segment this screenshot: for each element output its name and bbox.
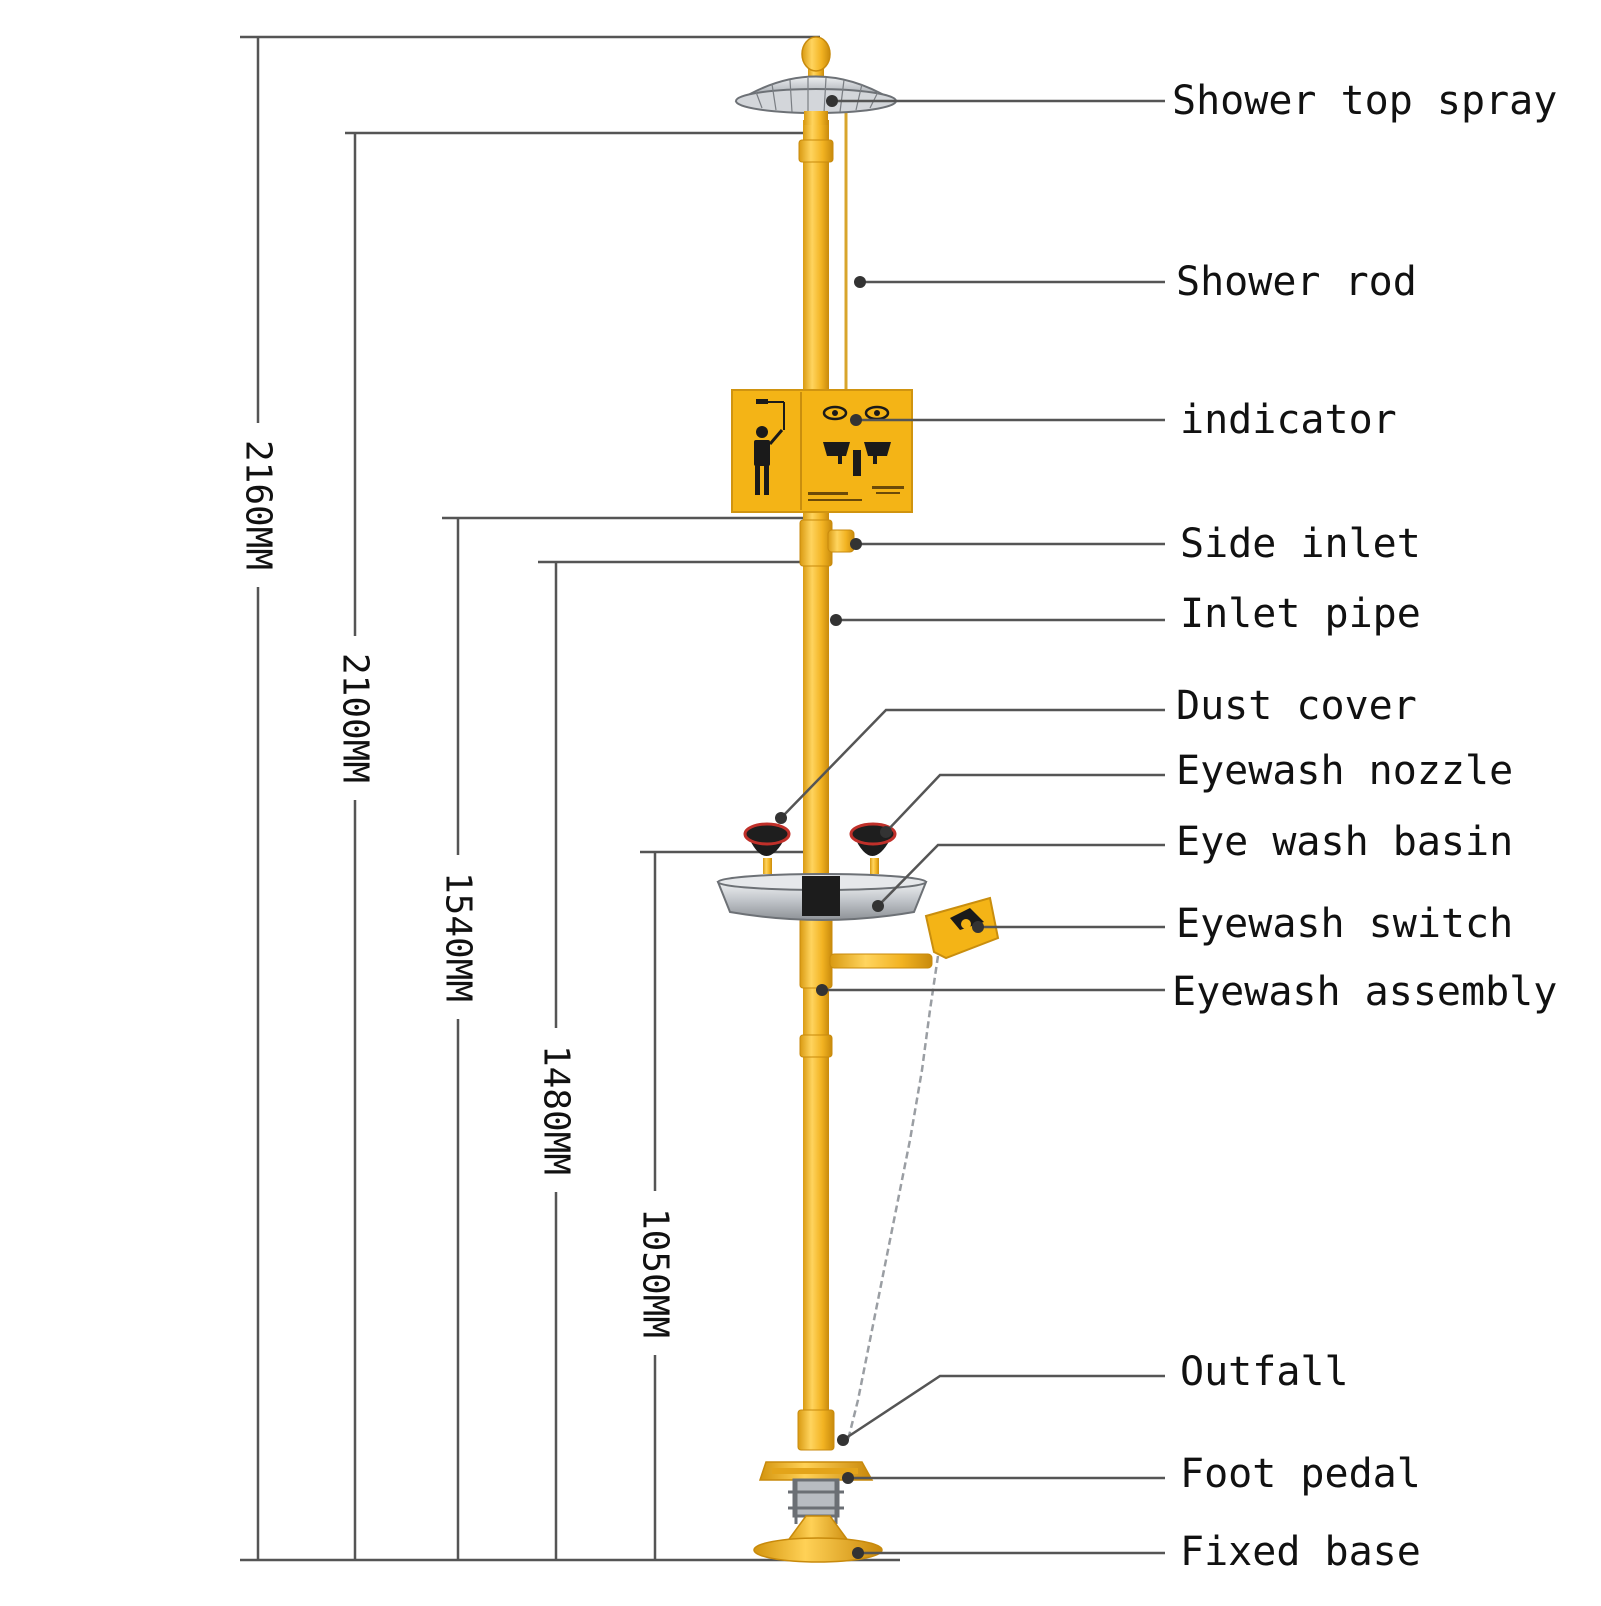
callout-dot (880, 826, 892, 838)
shower-person-icon (754, 399, 785, 495)
callout-dots (775, 95, 984, 1559)
dimension-label-side-inlet: 1540MM (438, 872, 479, 1002)
callout-dot (826, 95, 838, 107)
dimension-lines (240, 35, 900, 1562)
pipe-joint (799, 519, 833, 567)
foot-pedal-bracket (788, 1478, 844, 1524)
callout-dot (775, 812, 787, 824)
callout-leaders (780, 99, 1165, 1555)
callout-dot (837, 1434, 849, 1446)
label-dust-cover: Dust cover (1176, 683, 1417, 729)
pipe-joint (798, 139, 834, 163)
callout-dot (842, 1472, 854, 1484)
pipe-joint (797, 1409, 835, 1451)
leader-eye-wash-basin (877, 843, 1165, 907)
label-indicator: indicator (1180, 397, 1397, 443)
label-eye-wash-basin: Eye wash basin (1176, 819, 1513, 865)
callout-dot (850, 538, 862, 550)
eyewash-nozzle-right (849, 822, 897, 874)
leader-eyewash-nozzle (885, 773, 1165, 833)
eyewash-nozzle-left (743, 822, 791, 874)
callout-dot (816, 984, 828, 996)
dimension-label-shower-head: 2100MM (335, 653, 376, 783)
eyewash-arm (829, 953, 933, 969)
side-inlet-stub (827, 529, 855, 553)
shower-station (716, 36, 1000, 1563)
callout-dot (972, 921, 984, 933)
dimension-overall (240, 35, 820, 1560)
pull-chain (846, 955, 940, 1441)
dimension-label-eyewash: 1050MM (635, 1208, 676, 1338)
callout-dot (872, 900, 884, 912)
label-eyewash-nozzle: Eyewash nozzle (1176, 748, 1513, 794)
main-pipe (803, 120, 829, 1440)
indicator-sign (731, 389, 913, 513)
callout-labels: Shower top spray Shower rod indicator Si… (1172, 78, 1557, 1575)
eyewash-switch-paddle (924, 896, 1000, 960)
label-shower-rod: Shower rod (1176, 259, 1417, 305)
shower-head (734, 36, 898, 125)
label-foot-pedal: Foot pedal (1180, 1451, 1421, 1497)
callout-dot (850, 414, 862, 426)
callout-dot (830, 614, 842, 626)
label-eyewash-assembly: Eyewash assembly (1172, 969, 1557, 1015)
dimension-label-inlet-pipe: 1480MM (536, 1045, 577, 1175)
callout-dot (852, 1547, 864, 1559)
dimension-label-overall: 2160MM (238, 440, 279, 570)
dimension-side-inlet (442, 516, 820, 1560)
label-side-inlet: Side inlet (1180, 521, 1421, 567)
label-fixed-base: Fixed base (1180, 1529, 1421, 1575)
label-shower-top-spray: Shower top spray (1172, 78, 1557, 124)
callout-dot (854, 276, 866, 288)
fixed-base-flange (753, 1515, 883, 1563)
label-inlet-pipe: Inlet pipe (1180, 591, 1421, 637)
leader-outfall (842, 1374, 1165, 1442)
pipe-joint (799, 917, 833, 989)
dimension-labels: 2160MM 2100MM 1540MM 1480MM 1050MM (238, 423, 676, 1355)
label-eyewash-switch: Eyewash switch (1176, 901, 1513, 947)
dimension-inlet-pipe (538, 560, 815, 1560)
label-outfall: Outfall (1180, 1349, 1349, 1395)
dimension-shower-head (345, 131, 808, 1560)
pipe-joint (799, 1034, 833, 1058)
leader-dust-cover (780, 708, 1165, 819)
eye-wash-basin-bowl (716, 873, 928, 921)
